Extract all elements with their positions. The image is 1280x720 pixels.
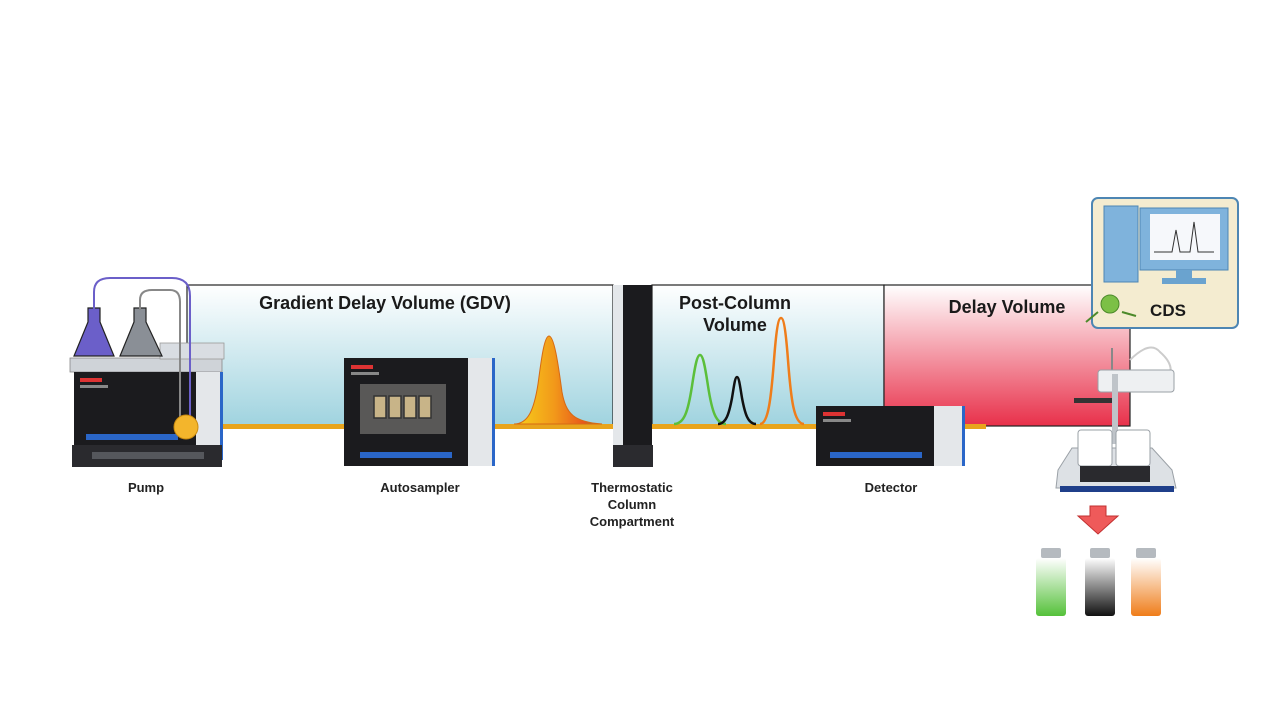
detector-instrument bbox=[816, 406, 965, 466]
column-label-line3: Compartment bbox=[589, 514, 675, 529]
peak-black bbox=[717, 375, 757, 426]
vial-orange-icon bbox=[1131, 548, 1161, 616]
autosampler-instrument bbox=[344, 358, 495, 466]
peak-orange bbox=[759, 316, 805, 426]
column-label-line1: Thermostatic bbox=[591, 480, 673, 495]
solvent-flask-blue-icon bbox=[73, 307, 115, 357]
post-column-label-line2: Volume bbox=[703, 315, 767, 335]
column-compartment bbox=[613, 285, 653, 467]
computer-tower-icon bbox=[1103, 205, 1139, 283]
gdv-label: Gradient Delay Volume (GDV) bbox=[259, 293, 511, 313]
pump-label: Pump bbox=[127, 480, 165, 495]
gradient-peak bbox=[513, 335, 603, 425]
flow-line bbox=[186, 424, 986, 429]
cds-label: CDS bbox=[1150, 301, 1186, 320]
delay-volume-label: Delay Volume bbox=[948, 297, 1066, 317]
solvent-flask-grey-icon bbox=[119, 307, 163, 357]
peak-green bbox=[673, 353, 727, 426]
cds-panel bbox=[1085, 197, 1239, 329]
pump-instrument bbox=[69, 277, 225, 467]
autosampler-label: Autosampler bbox=[380, 480, 460, 495]
arrow-down-icon bbox=[1076, 505, 1120, 535]
column-label-line2: Column bbox=[607, 497, 657, 512]
pump-mixer-icon bbox=[173, 414, 199, 440]
cds-link-icon bbox=[1100, 294, 1120, 314]
detector-label: Detector bbox=[864, 480, 918, 495]
post-column-label-line1: Post-Column bbox=[679, 293, 791, 313]
fraction-collector bbox=[1055, 346, 1177, 492]
vial-black-icon bbox=[1085, 548, 1115, 616]
post-column-region bbox=[651, 284, 885, 427]
monitor-icon bbox=[1139, 207, 1229, 284]
vial-green-icon bbox=[1036, 548, 1066, 616]
